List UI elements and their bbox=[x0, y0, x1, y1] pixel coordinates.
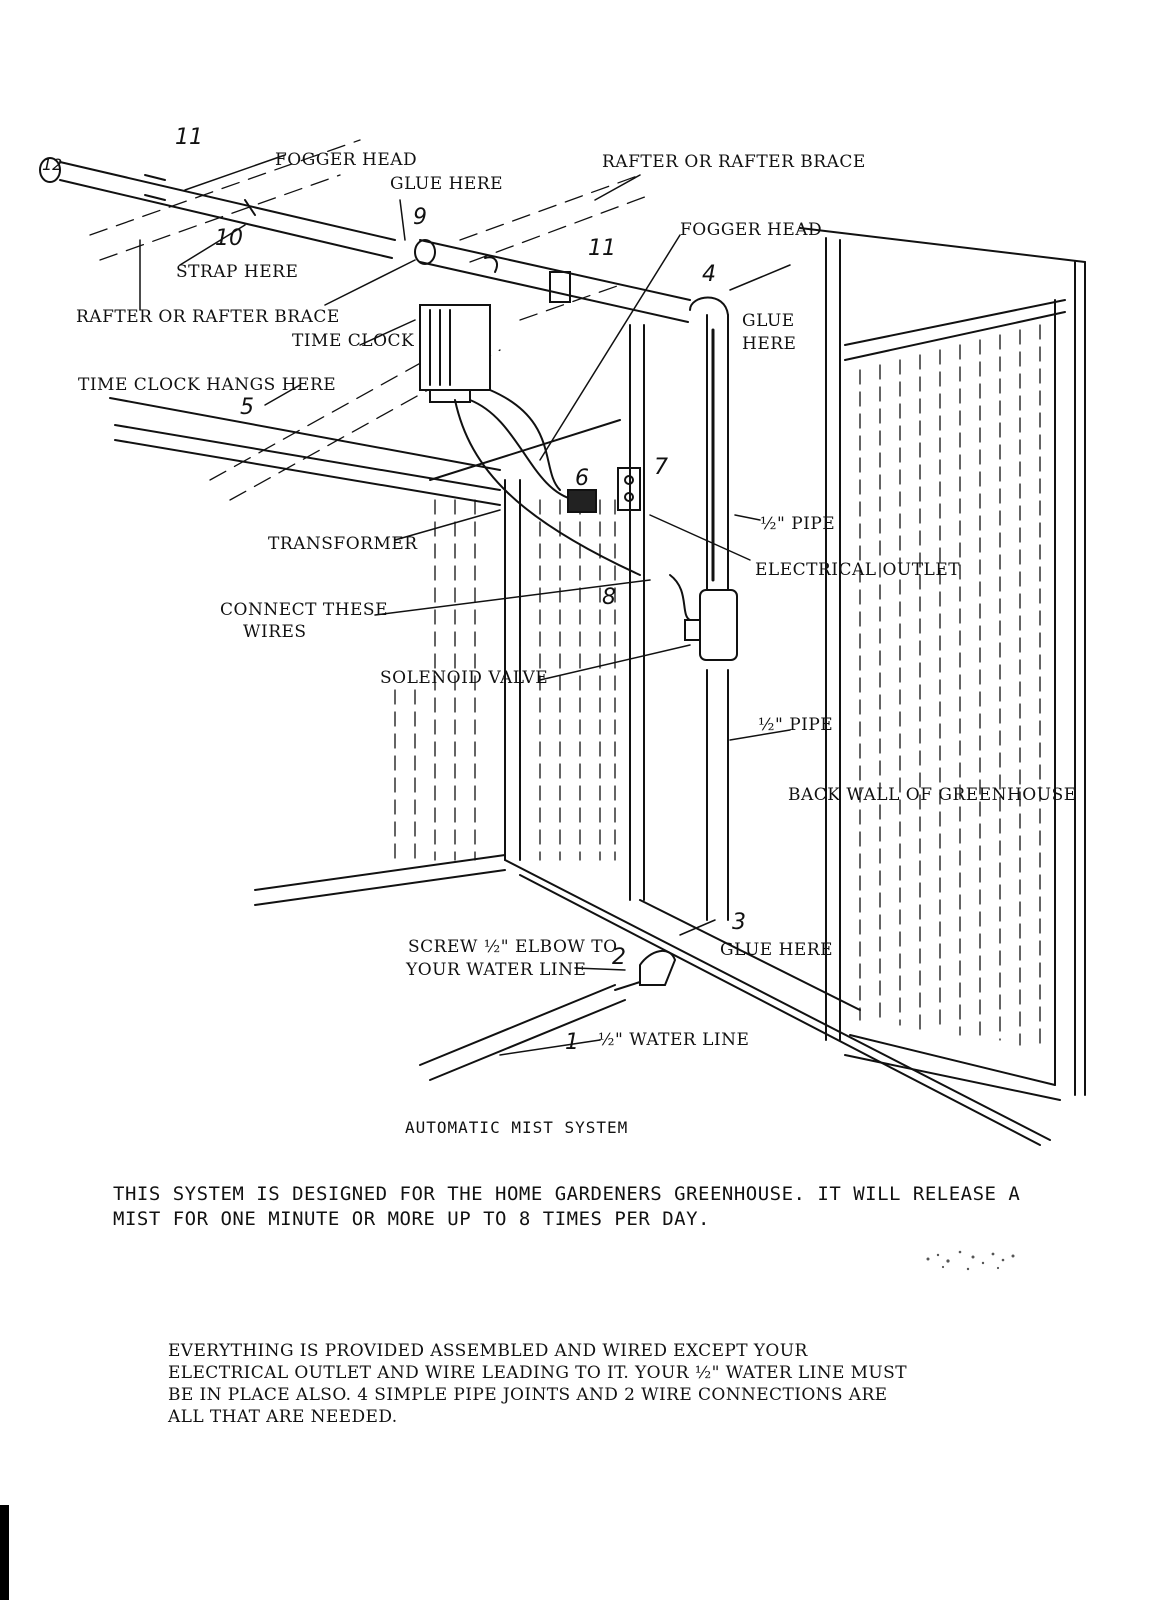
label-water-line: ½" WATER LINE bbox=[598, 1030, 750, 1050]
pointer-lines bbox=[139, 154, 791, 1056]
label-rafter-brace-top: RAFTER OR RAFTER BRACE bbox=[602, 152, 866, 172]
label-solenoid-valve: SOLENOID VALVE bbox=[380, 668, 549, 688]
step-number: 4 bbox=[702, 262, 716, 287]
side-wall-frame bbox=[109, 324, 1051, 1146]
step-number: 6 bbox=[575, 466, 589, 491]
label-strap-here: STRAP HERE bbox=[176, 262, 299, 282]
water-line bbox=[419, 950, 677, 1081]
scan-edge-bar bbox=[0, 1505, 9, 1600]
step-number: 3 bbox=[732, 910, 746, 935]
label-pipe-upper: ½" PIPE bbox=[760, 514, 836, 534]
solenoid-valve-shape bbox=[669, 574, 738, 661]
label-rafter-brace-left: RAFTER OR RAFTER BRACE bbox=[76, 307, 340, 327]
step-number: 11 bbox=[588, 236, 616, 261]
step-number: 5 bbox=[240, 395, 254, 420]
step-number: 7 bbox=[654, 455, 668, 480]
label-back-wall: BACK WALL OF GREENHOUSE bbox=[788, 785, 1077, 805]
label-pipe-lower: ½" PIPE bbox=[758, 715, 834, 735]
step-number: 1 bbox=[565, 1030, 579, 1055]
step-number: 2 bbox=[612, 945, 626, 970]
label-connect-wires-2: WIRES bbox=[243, 622, 307, 642]
time-clock-box bbox=[419, 304, 491, 403]
back-wall-frame bbox=[799, 227, 1086, 1101]
label-glue-elbow-2: HERE bbox=[742, 334, 797, 354]
wall-hatching bbox=[394, 324, 1041, 1051]
ink-smudge bbox=[926, 1250, 1015, 1271]
wires bbox=[454, 389, 641, 576]
step-number: 11 bbox=[175, 125, 203, 150]
label-time-clock-hangs: TIME CLOCK HANGS HERE bbox=[78, 375, 337, 395]
step-number: 8 bbox=[602, 585, 616, 610]
step-number: 10 bbox=[215, 226, 243, 251]
step-number: 9 bbox=[413, 205, 427, 230]
label-glue-here-top: GLUE HERE bbox=[390, 174, 504, 194]
label-time-clock: TIME CLOCK bbox=[292, 331, 415, 351]
fogger-pipe-left bbox=[39, 157, 396, 259]
diagram-caption: AUTOMATIC MIST SYSTEM bbox=[405, 1118, 629, 1137]
label-glue-elbow-1: GLUE bbox=[742, 311, 795, 331]
description-paragraph: THIS SYSTEM IS DESIGNED FOR THE HOME GAR… bbox=[113, 1183, 1021, 1230]
label-fogger-head-2: FOGGER HEAD bbox=[680, 220, 823, 240]
step-number: 12 bbox=[42, 155, 63, 174]
vertical-pipe bbox=[689, 296, 729, 921]
instructions-paragraph: EVERYTHING IS PROVIDED ASSEMBLED AND WIR… bbox=[168, 1341, 907, 1427]
label-screw-elbow-2: YOUR WATER LINE bbox=[406, 960, 587, 980]
label-fogger-head-1: FOGGER HEAD bbox=[275, 150, 418, 170]
outlet-shape bbox=[617, 467, 641, 511]
label-connect-wires-1: CONNECT THESE bbox=[220, 600, 388, 620]
transformer-shape bbox=[567, 489, 597, 513]
label-transformer: TRANSFORMER bbox=[268, 534, 418, 554]
label-screw-elbow-1: SCREW ½" ELBOW TO bbox=[408, 937, 618, 957]
label-electrical-outlet: ELECTRICAL OUTLET bbox=[755, 560, 961, 580]
label-glue-here-bottom: GLUE HERE bbox=[720, 940, 834, 960]
